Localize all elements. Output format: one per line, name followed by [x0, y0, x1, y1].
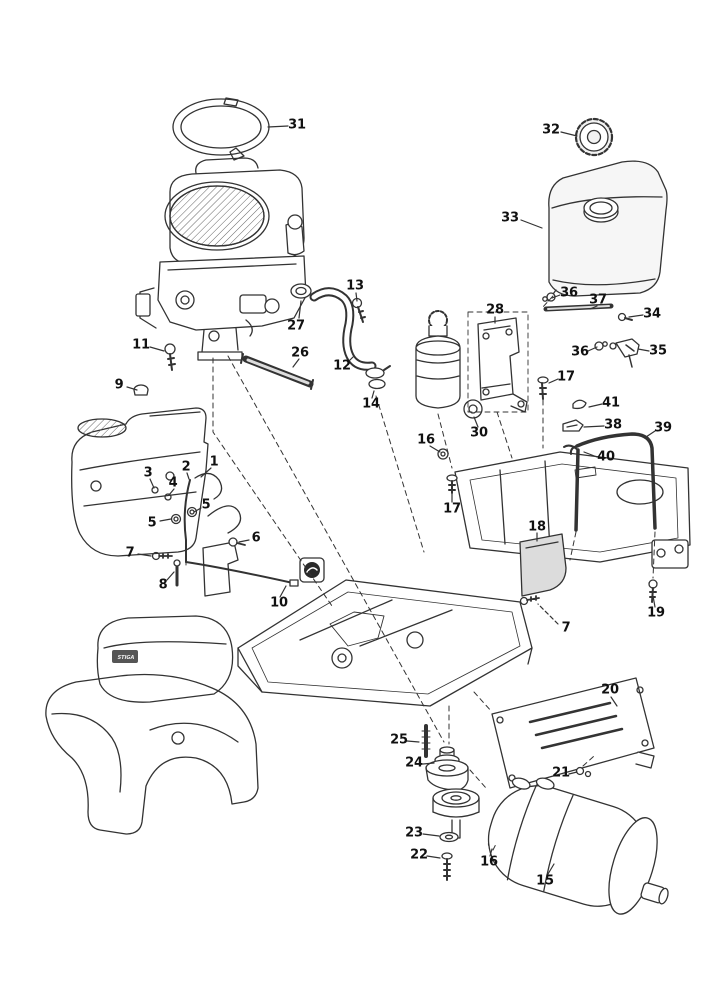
- hose-clamp-27: [290, 283, 312, 299]
- leader-line-30: [473, 416, 479, 428]
- rod-39: [569, 432, 657, 530]
- leader-line-27: [298, 300, 302, 319]
- leader-line-4: [168, 488, 175, 496]
- leader-line-22: [426, 855, 441, 859]
- bolt-11: [164, 343, 176, 371]
- hose-clamp-14: [365, 365, 391, 390]
- leader-line-35: [637, 348, 650, 352]
- reservoir: [415, 310, 461, 409]
- leader-line-41: [588, 403, 603, 408]
- front-axle-assembly: [71, 407, 209, 557]
- leader-line-24: [422, 762, 435, 765]
- bolt-19: [648, 579, 658, 603]
- leader-line-5: [193, 507, 202, 513]
- leader-line-20: [610, 696, 618, 707]
- bolt-34: [617, 312, 633, 322]
- leader-line-11: [149, 346, 165, 352]
- leader-line-33: [520, 219, 543, 229]
- leader-line-9: [126, 386, 138, 391]
- leader-line-21: [568, 771, 578, 775]
- control-cluster: [151, 472, 299, 597]
- leader-line-19: [652, 595, 656, 608]
- heat-shield: [491, 677, 655, 789]
- leader-line-7: [537, 603, 559, 625]
- leader-line-14: [371, 390, 375, 399]
- bolt-22: [441, 852, 453, 881]
- leader-line-34: [628, 314, 644, 318]
- leader-line-8: [166, 571, 175, 581]
- leader-line-2: [186, 472, 190, 480]
- rod-37: [543, 303, 614, 312]
- emblem: [299, 557, 325, 583]
- leader-line-25: [406, 740, 420, 743]
- leader-line-5: [159, 518, 172, 522]
- leader-line-26: [292, 358, 300, 368]
- leader-line-1: [200, 467, 212, 478]
- leader-line-16: [489, 848, 493, 857]
- washer-23: [439, 831, 459, 843]
- brand-sticker-label: STIGA: [117, 654, 135, 661]
- leader-line-17: [548, 378, 559, 384]
- rear-frame: [454, 451, 691, 569]
- leader-line-6: [238, 539, 250, 543]
- leader-line-39: [645, 430, 656, 438]
- leader-line-16: [429, 445, 441, 453]
- leader-line-12: [347, 356, 354, 363]
- rod-40: [563, 444, 580, 532]
- grommet-30: [463, 399, 483, 419]
- leader-line-10: [279, 585, 287, 598]
- ring-gasket: [172, 97, 270, 161]
- plug-9: [133, 384, 149, 396]
- spacer-21: [575, 766, 592, 778]
- screw-7b: [519, 595, 540, 606]
- elbow-fitting-35: [609, 338, 640, 368]
- clutch-pulley-24: [425, 746, 480, 839]
- fitting-36b: [594, 341, 608, 351]
- leader-line-37: [589, 305, 598, 310]
- main-frame: [237, 579, 533, 707]
- fuel-hose-12: [309, 287, 377, 371]
- leader-line-38: [583, 425, 605, 428]
- leader-line-13: [355, 292, 358, 302]
- support-rod-26: [240, 353, 314, 390]
- leader-line-3: [149, 478, 155, 489]
- engine: [135, 157, 307, 361]
- leader-line-36: [551, 294, 561, 299]
- front-cowl: [45, 615, 259, 835]
- leader-line-31: [267, 125, 289, 128]
- spring-pin-25: [421, 724, 431, 758]
- assembly-guide-lines: [185, 295, 656, 851]
- leader-line-7: [137, 553, 152, 557]
- leader-line-15: [547, 863, 555, 875]
- muffler: [487, 777, 669, 915]
- nut-16a: [437, 448, 449, 460]
- leader-line-40: [583, 451, 598, 458]
- bracket-18: [519, 533, 567, 597]
- fuel-cap: [574, 117, 614, 157]
- leader-line-23: [422, 833, 440, 837]
- fuel-tank: [547, 160, 668, 302]
- leader-line-36: [587, 346, 598, 352]
- clip-41: [572, 399, 587, 410]
- leader-line-32: [560, 131, 578, 137]
- bolt-13: [351, 297, 366, 323]
- bolt-17b: [446, 474, 458, 494]
- bolt-17a: [537, 376, 549, 400]
- leader-lines: [126, 125, 656, 875]
- clip-38: [562, 419, 584, 432]
- bracket-28: [467, 311, 529, 413]
